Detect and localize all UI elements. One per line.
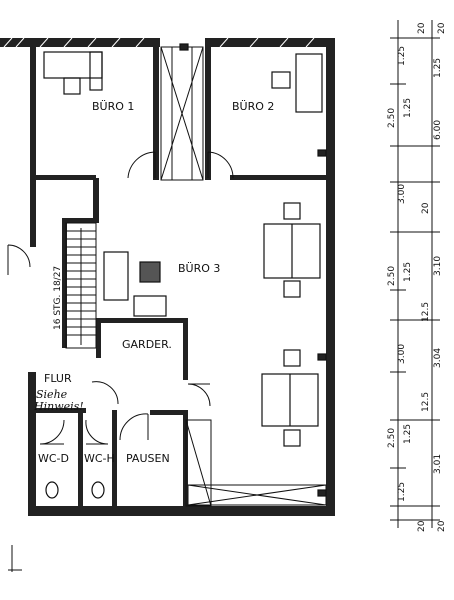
dimension-chain	[390, 20, 440, 528]
dim-inner-3: 3.04	[433, 348, 443, 368]
dim-inner-6: 20	[437, 520, 447, 532]
dim-inner-0: 1.25	[433, 58, 443, 78]
exterior-walls	[0, 38, 335, 516]
dim-outer-1: 1.25	[397, 46, 407, 66]
doors	[7, 151, 234, 445]
handwriting-line-1: Siehe	[36, 388, 68, 401]
dim-inner-2: 3.10	[433, 256, 443, 276]
room-label-flur: FLUR	[44, 372, 72, 385]
room-label-wc-h: WC-H	[84, 452, 115, 465]
dim-outer-0: 20	[417, 22, 427, 34]
room-label-garder: GARDER.	[122, 338, 172, 351]
room-label-buero1: BÜRO 1	[92, 100, 134, 113]
room-label-wc-d: WC-D	[38, 452, 69, 465]
dim-inner-4: 3.01	[433, 454, 443, 474]
handwriting-line-2: Hinweis!	[33, 400, 84, 413]
room-label-buero2: BÜRO 2	[232, 100, 274, 113]
dim-inner-1: 6.00	[433, 120, 443, 140]
dim-outer-12: 12.5	[421, 392, 431, 412]
dim-outer-5: 20	[421, 202, 431, 214]
staircase	[65, 222, 97, 349]
dim-outer-2: 2.50	[387, 108, 397, 128]
dimension-labels: 20 1.25 2.50 1.25 3.00 20 2.50 1.25 3.00…	[387, 22, 447, 532]
handwritten-note: Siehe Hinweis!	[33, 388, 84, 413]
dim-outer-4: 3.00	[397, 184, 407, 204]
north-arrow	[8, 545, 22, 572]
furniture	[43, 43, 327, 499]
dim-outer-9: 12.5	[421, 302, 431, 322]
room-label-pausen: PAUSEN	[126, 452, 170, 465]
windows	[185, 419, 327, 507]
dim-outer-6: 2.50	[387, 266, 397, 286]
dim-outer-3: 1.25	[403, 98, 413, 118]
dim-outer-10: 2.50	[387, 428, 397, 448]
room-label-buero3: BÜRO 3	[178, 262, 220, 275]
interior-walls	[36, 47, 326, 506]
dim-outer-7: 1.25	[403, 262, 413, 282]
shaft	[160, 46, 204, 181]
dim-inner-5: 20	[437, 22, 447, 34]
dim-outer-8: 3.00	[397, 344, 407, 364]
stair-label: 16 STG. 18/27	[53, 266, 63, 330]
wall-hatching	[3, 37, 315, 48]
dim-outer-11: 1.25	[403, 424, 413, 444]
room-labels: BÜRO 1 BÜRO 2 BÜRO 3 GARDER. FLUR WC-D W…	[38, 100, 274, 465]
dim-outer-13: 1.25	[397, 482, 407, 502]
dim-outer-14: 20	[417, 520, 427, 532]
